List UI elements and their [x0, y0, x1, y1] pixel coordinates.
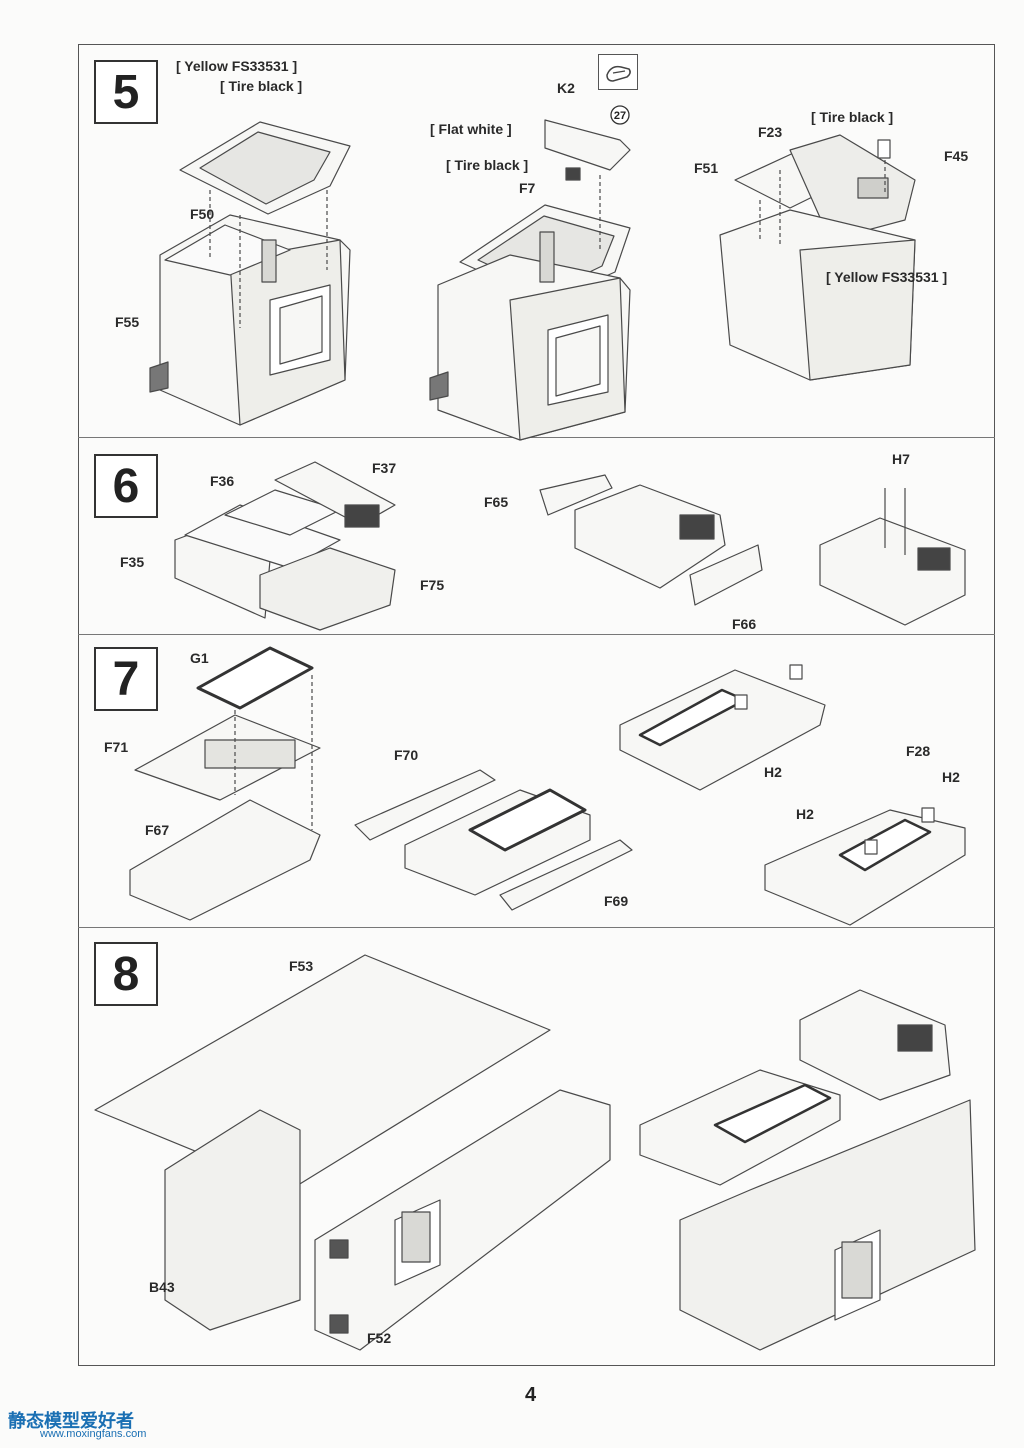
- label-tire-black-2: [ Tire black ]: [446, 157, 529, 173]
- label-h2-a: H2: [764, 764, 782, 780]
- label-k2: K2: [557, 80, 575, 96]
- label-b43: B43: [149, 1279, 175, 1295]
- label-f53: F53: [289, 958, 314, 974]
- watermark-url: www.moxingfans.com: [40, 1428, 147, 1440]
- label-f66: F66: [732, 616, 757, 632]
- label-f45: F45: [944, 148, 969, 164]
- label-f69: F69: [604, 893, 629, 909]
- page-number: 4: [525, 1384, 537, 1406]
- step6-parts-a: [174, 461, 396, 631]
- step-8-number: 8: [94, 942, 158, 1006]
- label-f52: F52: [367, 1330, 392, 1346]
- step6-parts-c: [819, 488, 966, 626]
- label-f70: F70: [394, 747, 419, 763]
- label-f37: F37: [372, 460, 397, 476]
- label-f36: F36: [210, 473, 235, 489]
- label-f75: F75: [420, 577, 445, 593]
- label-g1: G1: [190, 650, 209, 666]
- label-f55: F55: [115, 314, 140, 330]
- page-frame: [78, 44, 995, 1366]
- step-7-number: 7: [94, 647, 158, 711]
- step8-chassis-left: [94, 954, 611, 1351]
- label-f28: F28: [906, 743, 931, 759]
- cursor-hand-icon: [598, 54, 638, 90]
- label-f23: F23: [758, 124, 783, 140]
- label-f50: F50: [190, 206, 215, 222]
- step7-parts-b: [354, 769, 633, 911]
- circled-27-text: 27: [614, 110, 626, 122]
- step-6-number: 6: [94, 454, 158, 518]
- step5-cab-3: [719, 134, 916, 381]
- label-h2-b: H2: [942, 769, 960, 785]
- step-5-number: 5: [94, 60, 158, 124]
- label-yellow-fs33531: [ Yellow FS33531 ]: [176, 58, 298, 74]
- divider-6-7: [78, 634, 995, 635]
- divider-5-6: [78, 437, 995, 438]
- watermark-title: 静态模型爱好者: [8, 1411, 134, 1431]
- circled-27-marker: [610, 105, 630, 125]
- label-f51: F51: [694, 160, 719, 176]
- step5-cab-1: [149, 121, 351, 426]
- label-f67: F67: [145, 822, 170, 838]
- step7-parts-a: [129, 646, 321, 921]
- label-flat-white: [ Flat white ]: [430, 121, 512, 137]
- label-f65: F65: [484, 494, 509, 510]
- step6-parts-b: [539, 474, 763, 606]
- label-tire-black: [ Tire black ]: [220, 78, 303, 94]
- step7-parts-c: [619, 664, 826, 791]
- step5-cab-2: [429, 119, 631, 441]
- label-f7: F7: [519, 180, 536, 196]
- step8-chassis-right: [639, 989, 976, 1351]
- divider-7-8: [78, 927, 995, 928]
- label-h7: H7: [892, 451, 910, 467]
- step7-parts-d: [764, 807, 966, 926]
- label-yellow-fs33531-2: [ Yellow FS33531 ]: [826, 269, 948, 285]
- label-tire-black-3: [ Tire black ]: [811, 109, 894, 125]
- label-h2-c: H2: [796, 806, 814, 822]
- label-f35: F35: [120, 554, 145, 570]
- label-f71: F71: [104, 739, 129, 755]
